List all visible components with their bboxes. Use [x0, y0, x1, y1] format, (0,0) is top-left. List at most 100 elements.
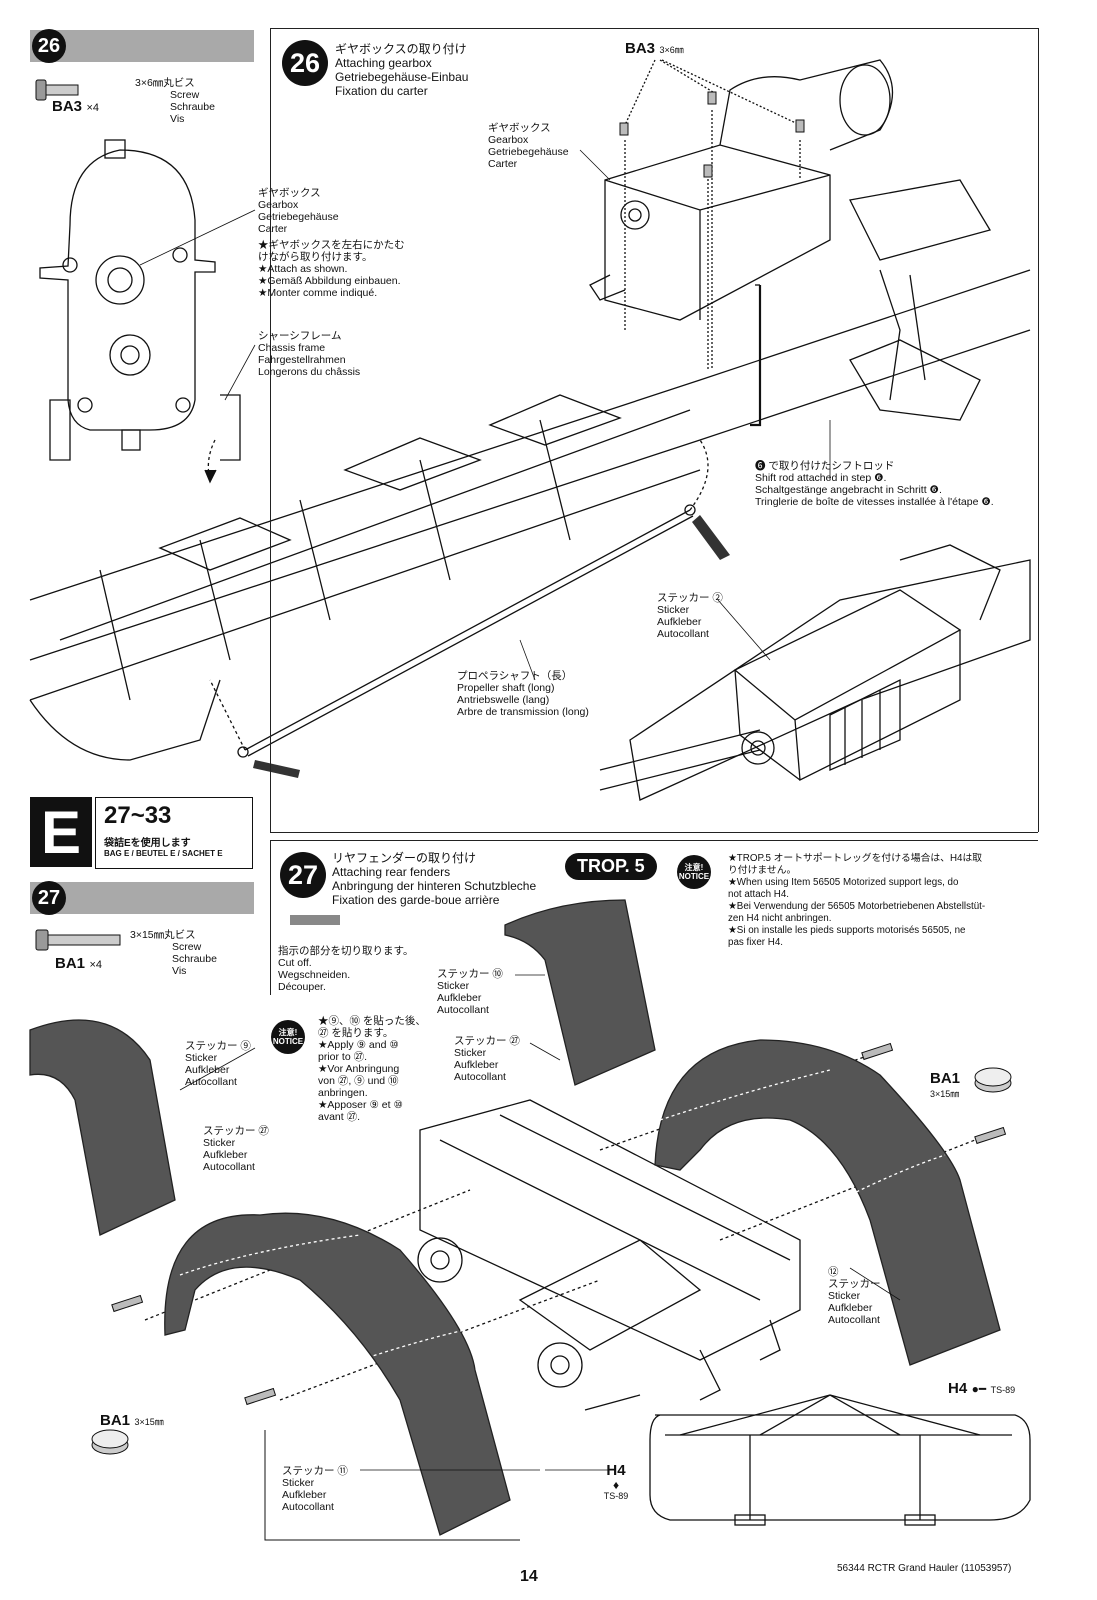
- sticker-de: Aufkleber: [282, 1489, 327, 1501]
- bag-en: BAG E / BEUTEL E / SACHET E: [104, 849, 223, 858]
- gearbox-label-right: ギヤボックス Gearbox Getriebegehäuse Carter: [488, 122, 569, 170]
- shift-rod-de: Schaltgestänge angebracht in Schritt ❻.: [755, 484, 942, 496]
- trop-note-line: pas fixer H4.: [728, 937, 783, 948]
- step26-title: ギヤボックスの取り付け Attaching gearbox Getriebege…: [335, 42, 468, 98]
- shift-rod-fr: Tringlerie de boîte de vitesses installé…: [755, 496, 994, 508]
- sticker-fr: Autocollant: [203, 1161, 255, 1173]
- leader-lines: [139, 149, 901, 1471]
- gearbox-en: Gearbox: [488, 134, 529, 146]
- sticker-fr: Autocollant: [657, 628, 709, 640]
- trop-note-line: り付けません。: [728, 865, 797, 876]
- gearbox-jp: ギヤボックス: [258, 187, 321, 199]
- step26-header-bar: [30, 30, 254, 62]
- sticker-en: Sticker: [437, 980, 470, 992]
- prop-shaft-fr: Arbre de transmission (long): [457, 706, 589, 718]
- step26-screw-label: 3×6㎜丸ビス Screw Schraube Vis: [135, 77, 215, 125]
- attach-note-line: ★Gemäß Abbildung einbauen.: [258, 275, 401, 287]
- ba3-callout-code: BA3: [625, 40, 656, 57]
- sticker-de: Aufkleber: [437, 992, 482, 1004]
- step27-frame-corner: [264, 1430, 520, 1541]
- gearbox-inset-drawing: [599, 544, 1031, 801]
- step27-number-badge: 27: [32, 881, 66, 915]
- screw-icons: [35, 79, 1007, 1406]
- gearbox-de: Getriebegehäuse: [258, 211, 339, 223]
- page-number: 14: [520, 1568, 538, 1586]
- sticker9-label: ステッカー ⑨ Sticker Aufkleber Autocollant: [185, 1040, 251, 1088]
- sticker-en: Sticker: [454, 1047, 487, 1059]
- sticker-en: Sticker: [828, 1290, 861, 1302]
- shift-rod-jp: ❻ で取り付けたシフトロッド: [755, 460, 895, 472]
- sticker-en: Sticker: [185, 1052, 218, 1064]
- cut-note: 指示の部分を切り取ります。 Cut off. Wegschneiden. Déc…: [278, 945, 413, 993]
- step27-title: リヤフェンダーの取り付け Attaching rear fenders Anbr…: [332, 851, 536, 907]
- apply-note-line: ★⑨、⑩ を貼った後、: [318, 1015, 426, 1027]
- bag-range: 27~33: [104, 802, 172, 829]
- step26-title-jp: ギヤボックスの取り付け: [335, 42, 467, 56]
- ba1-right-size: 3×15㎜: [930, 1089, 960, 1099]
- sticker-jp: ステッカー ②: [657, 592, 723, 604]
- gearbox-fr: Carter: [258, 223, 288, 235]
- notice-jp: 注意!: [684, 863, 704, 872]
- trop5-label: TROP. 5: [577, 856, 645, 876]
- chassis-fr: Longerons du châssis: [258, 366, 361, 378]
- sticker-de: Aufkleber: [454, 1059, 499, 1071]
- fender-right-lower: [654, 1039, 1001, 1366]
- h4-bottom-ts: TS-89: [603, 1491, 629, 1501]
- ba3-arrows: [624, 59, 801, 370]
- shift-rod-label: ❻ で取り付けたシフトロッド Shift rod attached in ste…: [755, 460, 994, 508]
- chassis-frame-label: シャーシフレーム Chassis frame Fahrgestellrahmen…: [258, 330, 360, 378]
- screw-name-de: Schraube: [172, 953, 217, 965]
- propeller-shaft-drawing: [209, 439, 709, 758]
- sticker12-label: ⑫ ステッカー Sticker Aufkleber Autocollant: [828, 1266, 881, 1326]
- prop-shaft-en: Propeller shaft (long): [457, 682, 555, 694]
- step26-number: 26: [37, 34, 61, 57]
- step27-frame-top: [270, 840, 1038, 841]
- trop-note-line: ★TROP.5 オートサポートレッグを付ける場合は、H4は取: [728, 853, 983, 864]
- sticker-en: Sticker: [203, 1137, 236, 1149]
- fender-left-lower: [164, 1212, 511, 1536]
- trop-note-line: ★Si on installe les pieds supports motor…: [728, 925, 966, 936]
- apply-note-line: ★Vor Anbringung: [318, 1063, 400, 1075]
- trop-note-line: ★When using Item 56505 Motorized support…: [728, 877, 959, 888]
- apply-notice-badge: 注意! NOTICE: [271, 1020, 305, 1054]
- step26-screw-code-row: BA3 ×4: [52, 98, 99, 116]
- chassis-frame-drawing: [29, 269, 1031, 761]
- step26-big-badge: 26: [282, 40, 328, 86]
- h4-right-code: H4: [948, 1380, 968, 1397]
- cut-note-fr: Découper.: [278, 981, 326, 993]
- notice-jp: 注意!: [278, 1028, 298, 1037]
- sticker27a-label: ステッカー ㉗ Sticker Aufkleber Autocollant: [203, 1125, 269, 1173]
- h4-bottom-callout: H4 ♦ TS-89: [598, 1462, 634, 1501]
- screw-name-fr: Vis: [172, 965, 187, 977]
- screw-name-en: Screw: [172, 941, 202, 953]
- sticker-de: Aufkleber: [185, 1064, 230, 1076]
- notice-en: NOTICE: [272, 1037, 304, 1046]
- step26-title-fr: Fixation du carter: [335, 84, 428, 98]
- h4-right-ts: TS-89: [990, 1385, 1016, 1395]
- sticker-fr: Autocollant: [437, 1004, 489, 1016]
- sticker-jp: ステッカー ㉗: [203, 1125, 269, 1137]
- trop5-note: ★TROP.5 オートサポートレッグを付ける場合は、H4は取 り付けません。 ★…: [728, 853, 985, 949]
- bag-jp: 袋詰Eを使用します: [104, 838, 191, 849]
- sticker-jp: ステッカー: [828, 1278, 881, 1290]
- attach-note-line: ★Attach as shown.: [258, 263, 348, 275]
- rear-chassis-drawing: [417, 1099, 801, 1411]
- cut-note-en: Cut off.: [278, 957, 312, 969]
- gearbox-mounted: [589, 59, 991, 421]
- bag-letter-box: E: [30, 797, 92, 867]
- sticker-fr: Autocollant: [282, 1501, 334, 1513]
- gearbox-en: Gearbox: [258, 199, 299, 211]
- screw-bag-icons: [91, 1067, 1012, 1455]
- trop5-badge: TROP. 5: [565, 853, 657, 880]
- sticker-jp: ステッカー ⑩: [437, 968, 503, 980]
- step26-screw-code: BA3: [52, 98, 83, 115]
- step27-screw-size: 3×15㎜丸ビス: [130, 929, 196, 941]
- gearbox-de: Getriebegehäuse: [488, 146, 569, 158]
- screw-name-en: Screw: [170, 89, 200, 101]
- step26-frame: [270, 28, 1039, 833]
- h4-right-callout: H4 ●━ TS-89: [948, 1380, 1015, 1398]
- prop-shaft-de: Antriebswelle (lang): [457, 694, 550, 706]
- support-leg-drawing: [649, 1394, 1031, 1526]
- attach-note-line: ★ギヤボックスを左右にかたむ: [258, 239, 405, 251]
